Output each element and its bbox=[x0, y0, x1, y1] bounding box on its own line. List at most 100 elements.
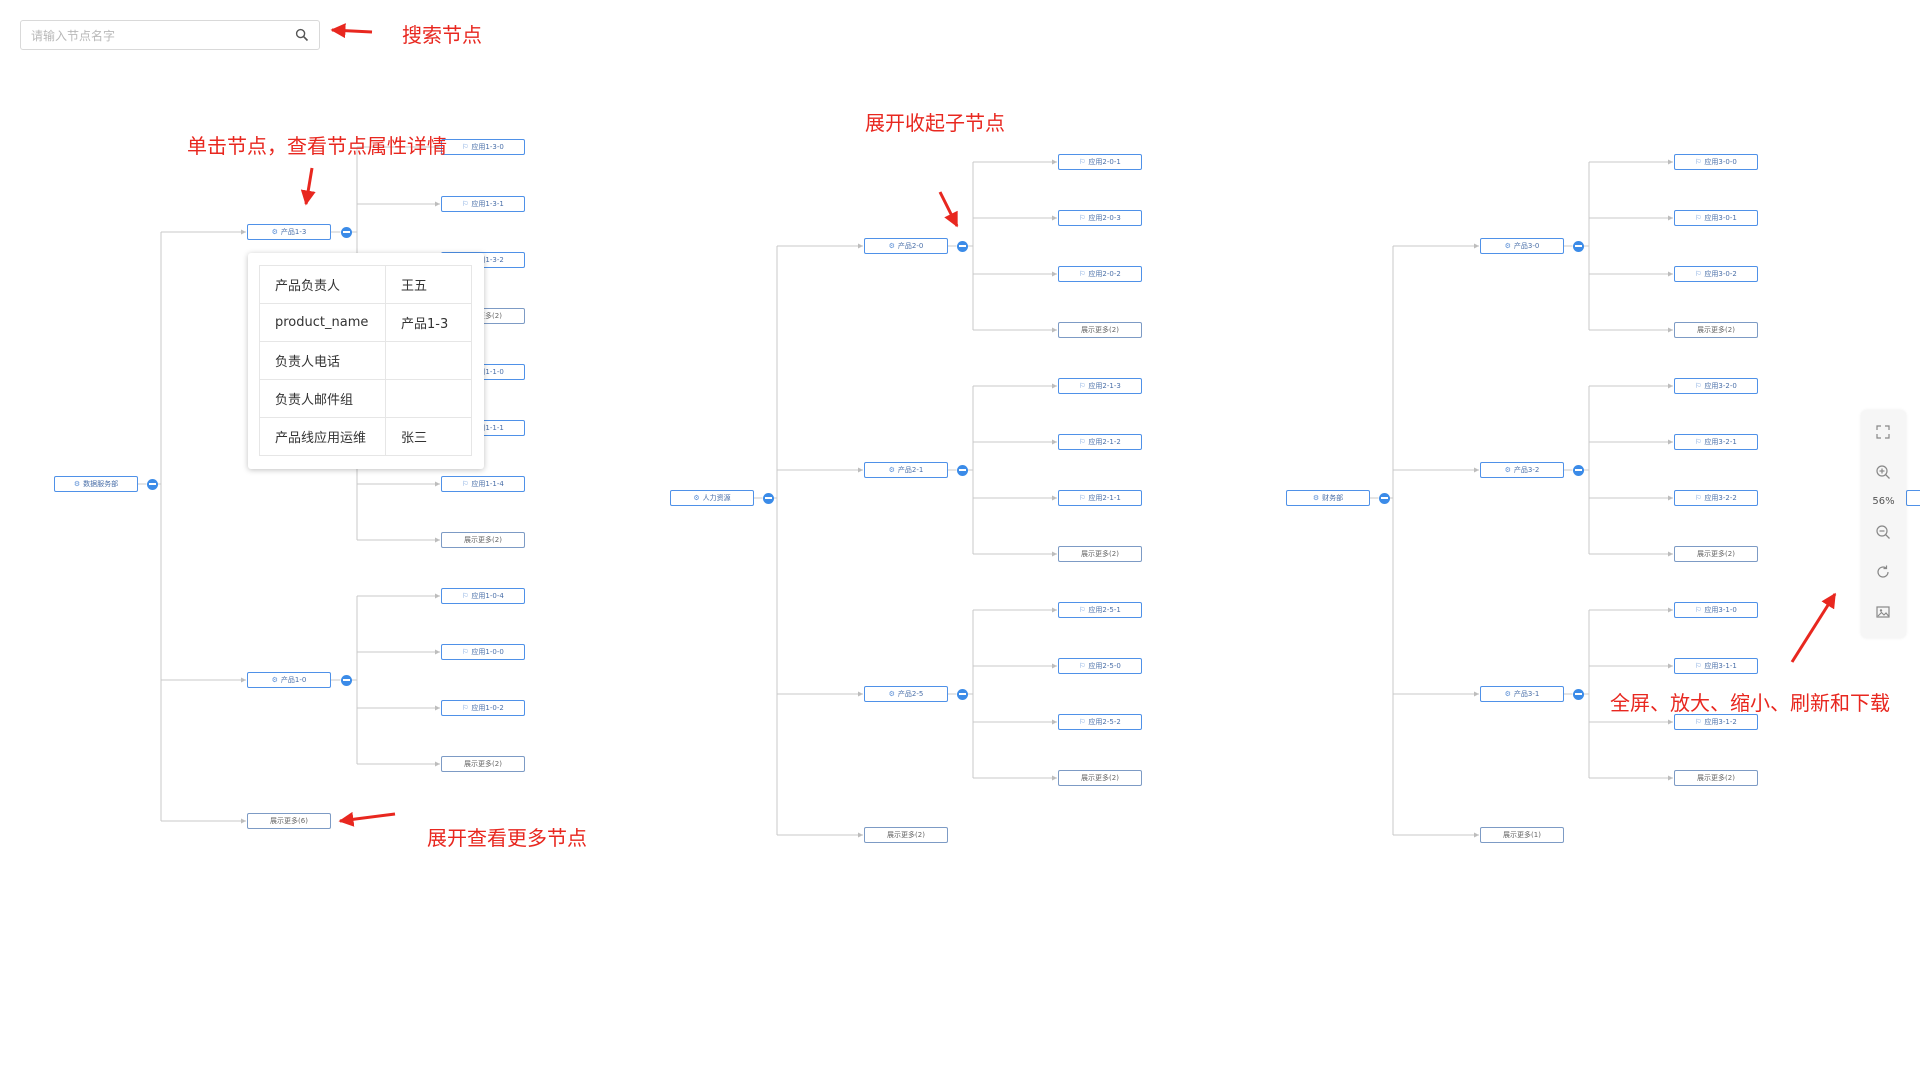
app-node[interactable]: ⚐应用3-1-1 bbox=[1674, 658, 1758, 674]
product-node[interactable]: ⚙产品3-1 bbox=[1480, 686, 1564, 702]
app-node[interactable]: ⚐应用2-0-1 bbox=[1058, 154, 1142, 170]
node-label: 应用1-3-1 bbox=[471, 200, 504, 208]
app-node[interactable]: ⚐应用1-3-0 bbox=[441, 139, 525, 155]
product-node[interactable]: ⚙产品3-2 bbox=[1480, 462, 1564, 478]
show-more-node[interactable]: 展示更多(2) bbox=[1058, 322, 1142, 338]
app-node[interactable]: ⚐应用3-2-2 bbox=[1674, 490, 1758, 506]
product-node[interactable]: ⚙产品1-3 bbox=[247, 224, 331, 240]
app-node[interactable]: ⚐应用3-2-1 bbox=[1674, 434, 1758, 450]
annotation-expand-more: 展开查看更多节点 bbox=[427, 826, 587, 850]
collapse-toggle[interactable] bbox=[1572, 240, 1584, 252]
collapse-toggle[interactable] bbox=[1572, 688, 1584, 700]
collapse-toggle[interactable] bbox=[956, 464, 968, 476]
app-flag-icon: ⚐ bbox=[1695, 270, 1702, 278]
app-flag-icon: ⚐ bbox=[462, 704, 469, 712]
show-more-node[interactable]: 展示更多(2) bbox=[1674, 770, 1758, 786]
annotation-arrow-expand-more bbox=[338, 811, 396, 827]
collapse-toggle[interactable] bbox=[1572, 464, 1584, 476]
node-label: 应用2-0-1 bbox=[1088, 158, 1121, 166]
app-node[interactable]: ⚐应用2-5-2 bbox=[1058, 714, 1142, 730]
app-node[interactable]: ⚐应用1-0-4 bbox=[441, 588, 525, 604]
app-node[interactable]: ⚐应用3-1-0 bbox=[1674, 602, 1758, 618]
search-icon[interactable] bbox=[295, 28, 309, 42]
zoom-out-icon[interactable] bbox=[1875, 524, 1891, 540]
annotation-arrow-layer bbox=[300, 23, 1837, 827]
collapse-toggle[interactable] bbox=[762, 492, 774, 504]
app-flag-icon: ⚐ bbox=[1695, 494, 1702, 502]
search-input[interactable] bbox=[29, 21, 283, 51]
node-label: 展示更多(2) bbox=[1081, 774, 1119, 782]
app-node[interactable]: ⚐应用1-0-2 bbox=[441, 700, 525, 716]
product-node[interactable]: ⚙产品2-1 bbox=[864, 462, 948, 478]
node-label: 应用1-0-4 bbox=[471, 592, 504, 600]
product-node[interactable]: ⚙产品2-5 bbox=[864, 686, 948, 702]
app-node[interactable]: ⚐应用1-1-4 bbox=[441, 476, 525, 492]
app-node[interactable]: ⚐应用3-1-2 bbox=[1674, 714, 1758, 730]
root-node[interactable]: ⚙人力资源 bbox=[670, 490, 754, 506]
collapse-toggle[interactable] bbox=[340, 674, 352, 686]
app-node[interactable]: ⚐应用2-5-0 bbox=[1058, 658, 1142, 674]
fullscreen-icon[interactable] bbox=[1875, 424, 1891, 440]
app-node[interactable]: ⚐应用2-1-2 bbox=[1058, 434, 1142, 450]
root-node[interactable]: ⚙财务部 bbox=[1286, 490, 1370, 506]
app-node[interactable]: ⚐应用2-5-1 bbox=[1058, 602, 1142, 618]
app-flag-icon: ⚐ bbox=[1079, 662, 1086, 670]
product-node[interactable]: ⚙产品3-0 bbox=[1480, 238, 1564, 254]
app-node[interactable]: ⚐应用2-0-3 bbox=[1058, 210, 1142, 226]
app-node[interactable]: ⚐应用3-0-2 bbox=[1674, 266, 1758, 282]
show-more-node[interactable]: 展示更多(2) bbox=[1058, 770, 1142, 786]
annotation-toolbar: 全屏、放大、缩小、刷新和下载 bbox=[1610, 691, 1890, 715]
zoom-level: 56% bbox=[1872, 496, 1895, 507]
edge-layer bbox=[138, 144, 1905, 838]
collapse-toggle[interactable] bbox=[146, 478, 158, 490]
app-node[interactable]: ⚐应用2-0-2 bbox=[1058, 266, 1142, 282]
node-label: 应用3-1-0 bbox=[1704, 606, 1737, 614]
show-more-node[interactable]: 展示更多(6) bbox=[247, 813, 331, 829]
offscreen-node[interactable] bbox=[1906, 490, 1920, 506]
node-label: 应用3-1-1 bbox=[1704, 662, 1737, 670]
app-node[interactable]: ⚐应用3-0-1 bbox=[1674, 210, 1758, 226]
app-flag-icon: ⚐ bbox=[1079, 606, 1086, 614]
show-more-node[interactable]: 展示更多(2) bbox=[441, 756, 525, 772]
show-more-node[interactable]: 展示更多(2) bbox=[1058, 546, 1142, 562]
app-flag-icon: ⚐ bbox=[1695, 606, 1702, 614]
show-more-node[interactable]: 展示更多(2) bbox=[1674, 322, 1758, 338]
tooltip-key: 负责人电话 bbox=[259, 341, 386, 380]
collapse-toggle[interactable] bbox=[956, 240, 968, 252]
app-node[interactable]: ⚐应用1-0-0 bbox=[441, 644, 525, 660]
app-node[interactable]: ⚐应用3-2-0 bbox=[1674, 378, 1758, 394]
show-more-node[interactable]: 展示更多(2) bbox=[864, 827, 948, 843]
node-label: 应用1-3-0 bbox=[471, 143, 504, 151]
product-icon: ⚙ bbox=[888, 242, 895, 250]
zoom-in-icon[interactable] bbox=[1875, 464, 1891, 480]
node-label: 产品3-0 bbox=[1513, 242, 1540, 250]
app-flag-icon: ⚐ bbox=[1695, 382, 1702, 390]
app-node[interactable]: ⚐应用2-1-1 bbox=[1058, 490, 1142, 506]
show-more-node[interactable]: 展示更多(2) bbox=[1674, 546, 1758, 562]
collapse-toggle[interactable] bbox=[1378, 492, 1390, 504]
node-label: 应用1-1-4 bbox=[471, 480, 504, 488]
node-label: 应用3-1-2 bbox=[1704, 718, 1737, 726]
annotation-arrow-click-node bbox=[300, 167, 316, 206]
dept-icon: ⚙ bbox=[73, 480, 81, 488]
app-node[interactable]: ⚐应用3-0-0 bbox=[1674, 154, 1758, 170]
node-label: 应用2-0-2 bbox=[1088, 270, 1121, 278]
root-node[interactable]: ⚙数据服务部 bbox=[54, 476, 138, 492]
app-flag-icon: ⚐ bbox=[1695, 214, 1702, 222]
collapse-toggle[interactable] bbox=[340, 226, 352, 238]
product-node[interactable]: ⚙产品2-0 bbox=[864, 238, 948, 254]
node-label: 应用1-0-0 bbox=[471, 648, 504, 656]
product-node[interactable]: ⚙产品1-0 bbox=[247, 672, 331, 688]
download-image-icon[interactable] bbox=[1875, 604, 1891, 620]
show-more-node[interactable]: 展示更多(2) bbox=[441, 532, 525, 548]
refresh-icon[interactable] bbox=[1875, 564, 1891, 580]
app-node[interactable]: ⚐应用2-1-3 bbox=[1058, 378, 1142, 394]
collapse-toggle[interactable] bbox=[956, 688, 968, 700]
tooltip-key: 产品负责人 bbox=[259, 265, 386, 304]
tooltip-value: 张三 bbox=[385, 417, 472, 456]
app-node[interactable]: ⚐应用1-3-1 bbox=[441, 196, 525, 212]
show-more-node[interactable]: 展示更多(1) bbox=[1480, 827, 1564, 843]
